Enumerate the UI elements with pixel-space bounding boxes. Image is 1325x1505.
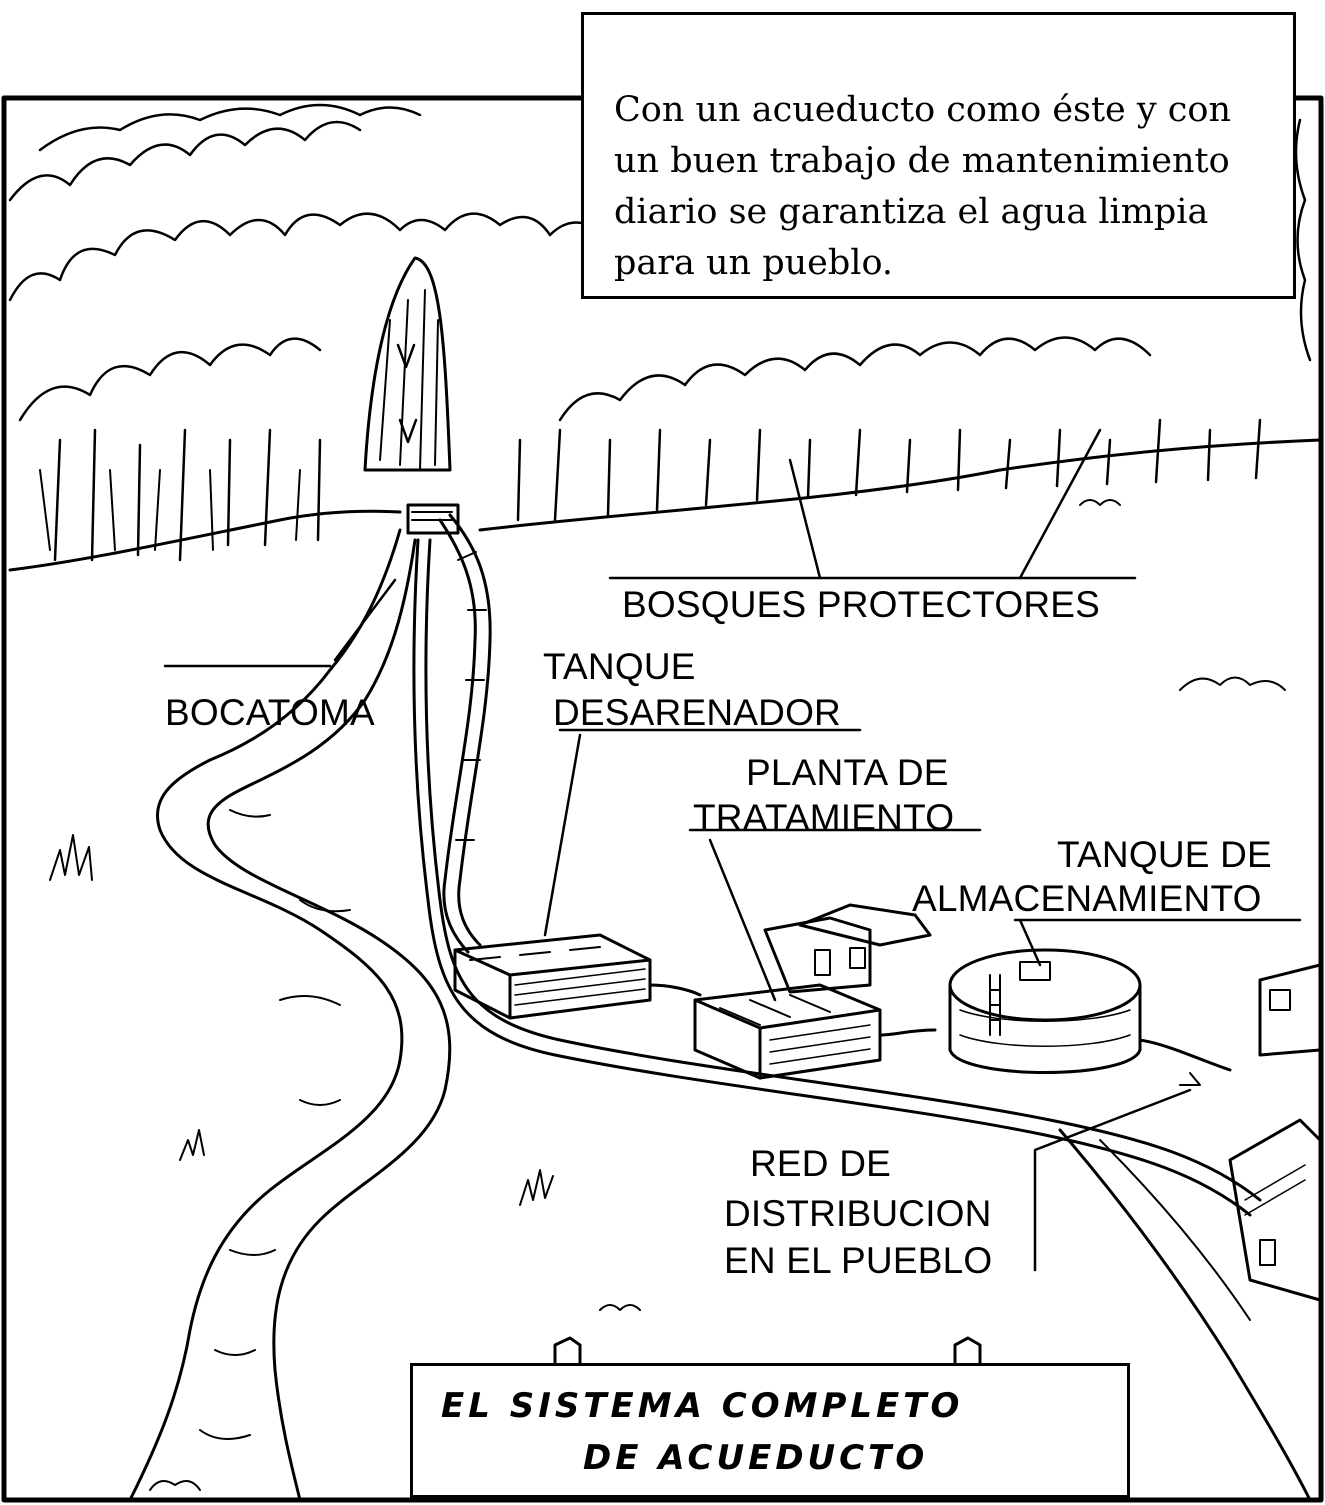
label-bocatoma: BOCATOMA xyxy=(165,692,375,733)
caption-line: para un pueblo. xyxy=(614,243,894,283)
label-tanque-almacenamiento-2: ALMACENAMIENTO xyxy=(912,878,1262,919)
hillside xyxy=(8,438,1322,572)
caption-line: Con un acueducto como éste y con xyxy=(614,90,1232,130)
tree-trunks xyxy=(39,418,1262,562)
label-bosques-protectores: BOSQUES PROTECTORES xyxy=(622,584,1101,625)
label-tanque-almacenamiento-1: TANQUE DE xyxy=(1057,834,1272,875)
desarenador-tank xyxy=(453,933,652,1020)
caption-line: diario se garantiza el agua limpia xyxy=(614,192,1209,232)
caption-line: un buen trabajo de mantenimiento xyxy=(614,141,1230,181)
label-red-distribucion-3: EN EL PUEBLO xyxy=(724,1240,993,1281)
label-red-distribucion-2: DISTRIBUCION xyxy=(724,1193,992,1234)
label-tanque-desarenador-1: TANQUE xyxy=(543,646,696,687)
village-houses xyxy=(1228,963,1322,1302)
sign-title-line-1: EL SISTEMA COMPLETO xyxy=(441,1386,964,1426)
label-planta-tratamiento-1: PLANTA DE xyxy=(746,752,949,793)
sign-title-line-2: DE ACUEDUCTO xyxy=(583,1438,929,1478)
river xyxy=(128,528,452,1502)
sign-posts xyxy=(553,1336,982,1365)
title-sign: EL SISTEMA COMPLETO DE ACUEDUCTO xyxy=(410,1363,1130,1498)
label-planta-tratamiento-2: TRATAMIENTO xyxy=(693,797,955,838)
label-red-distribucion-1: RED DE xyxy=(750,1143,891,1184)
bocatoma-structure xyxy=(406,503,460,535)
connector-pipe-1 xyxy=(648,983,702,997)
storage-tank xyxy=(948,948,1142,1074)
road xyxy=(1058,1128,1312,1502)
caption-text: Con un acueducto como éste y con un buen… xyxy=(614,85,1284,289)
treatment-plant xyxy=(693,903,932,1080)
connector-pipe-3 xyxy=(1138,1038,1232,1072)
conduction-pipe xyxy=(438,513,492,954)
waterfall xyxy=(363,256,452,472)
distribution-pipe xyxy=(412,538,1262,1217)
grass-tufts xyxy=(49,499,1286,1491)
label-tanque-desarenador-2: DESARENADOR xyxy=(553,692,841,733)
caption-box: Con un acueducto como éste y con un buen… xyxy=(581,12,1296,299)
leader-lines xyxy=(163,428,1302,1272)
connector-pipe-2 xyxy=(878,1028,937,1037)
